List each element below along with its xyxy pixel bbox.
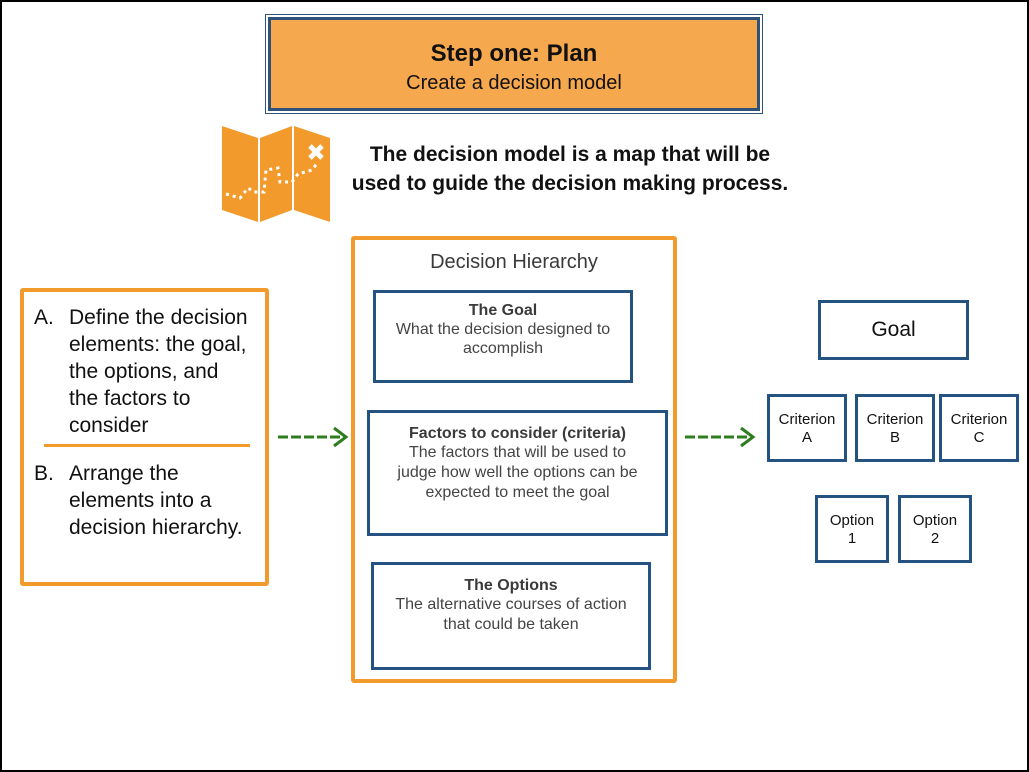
steps-divider [44, 444, 250, 447]
decision-hierarchy-panel: Decision Hierarchy The Goal What the dec… [351, 236, 677, 683]
options-card: The Options The alternative courses of a… [371, 562, 651, 670]
factors-card: Factors to consider (criteria) The facto… [367, 410, 668, 536]
criterion-id: A [801, 429, 812, 446]
goal-card-line: accomplish [462, 340, 544, 357]
model-goal-label: Goal [871, 318, 916, 341]
step-a-line: the options, and [69, 360, 219, 383]
step-a-line: consider [69, 414, 149, 437]
criterion-box: Criterion C [939, 394, 1019, 462]
goal-card: The Goal What the decision designed to a… [373, 290, 633, 383]
model-goal-box: Goal [818, 300, 969, 360]
factors-card-line: judge how well the options can be [397, 464, 638, 481]
option-label: Option [912, 512, 958, 529]
title-banner: Step one: Plan Create a decision model [265, 14, 763, 114]
lead-text: The decision model is a map that will be… [330, 140, 810, 198]
step-b-line: elements into a [69, 489, 212, 512]
step-a-line: the factors to [69, 387, 191, 410]
criterion-label: Criterion [778, 411, 836, 428]
criterion-id: C [973, 429, 985, 446]
step-b-line: Arrange the [69, 462, 179, 485]
lead-line-1: The decision model is a map that will be [369, 143, 771, 166]
option-box: Option 1 [815, 495, 889, 563]
hierarchy-title: Decision Hierarchy [430, 251, 598, 273]
slide-subtitle: Create a decision model [406, 72, 622, 94]
criterion-id: B [889, 429, 900, 446]
criterion-box: Criterion A [767, 394, 847, 462]
step-a-line: Define the decision [69, 306, 248, 329]
treasure-map-icon [222, 126, 330, 222]
step-a-letter: A. [34, 306, 54, 329]
factors-card-line: expected to meet the goal [425, 484, 610, 501]
option-box: Option 2 [898, 495, 972, 563]
options-card-line: The alternative courses of action [395, 596, 627, 613]
criterion-label: Criterion [866, 411, 924, 428]
step-b-letter: B. [34, 462, 54, 485]
factors-card-line: The factors that will be used to [409, 444, 626, 461]
option-id: 2 [930, 530, 940, 547]
options-card-line: that could be taken [443, 616, 579, 633]
option-label: Option [829, 512, 875, 529]
step-a-line: elements: the goal, [69, 333, 247, 356]
step-b-line: decision hierarchy. [69, 516, 243, 539]
arrow-right-icon [278, 426, 349, 448]
options-card-heading: The Options [464, 577, 558, 594]
steps-panel: A. Define the decision elements: the goa… [20, 288, 269, 586]
criterion-box: Criterion B [855, 394, 935, 462]
lead-line-2: used to guide the decision making proces… [351, 172, 789, 195]
criterion-label: Criterion [950, 411, 1008, 428]
factors-card-heading: Factors to consider (criteria) [409, 425, 626, 442]
slide-title: Step one: Plan [430, 40, 598, 67]
goal-card-line: What the decision designed to [395, 321, 611, 338]
option-id: 1 [847, 530, 857, 547]
goal-card-heading: The Goal [468, 302, 538, 319]
arrow-right-icon [685, 426, 756, 448]
